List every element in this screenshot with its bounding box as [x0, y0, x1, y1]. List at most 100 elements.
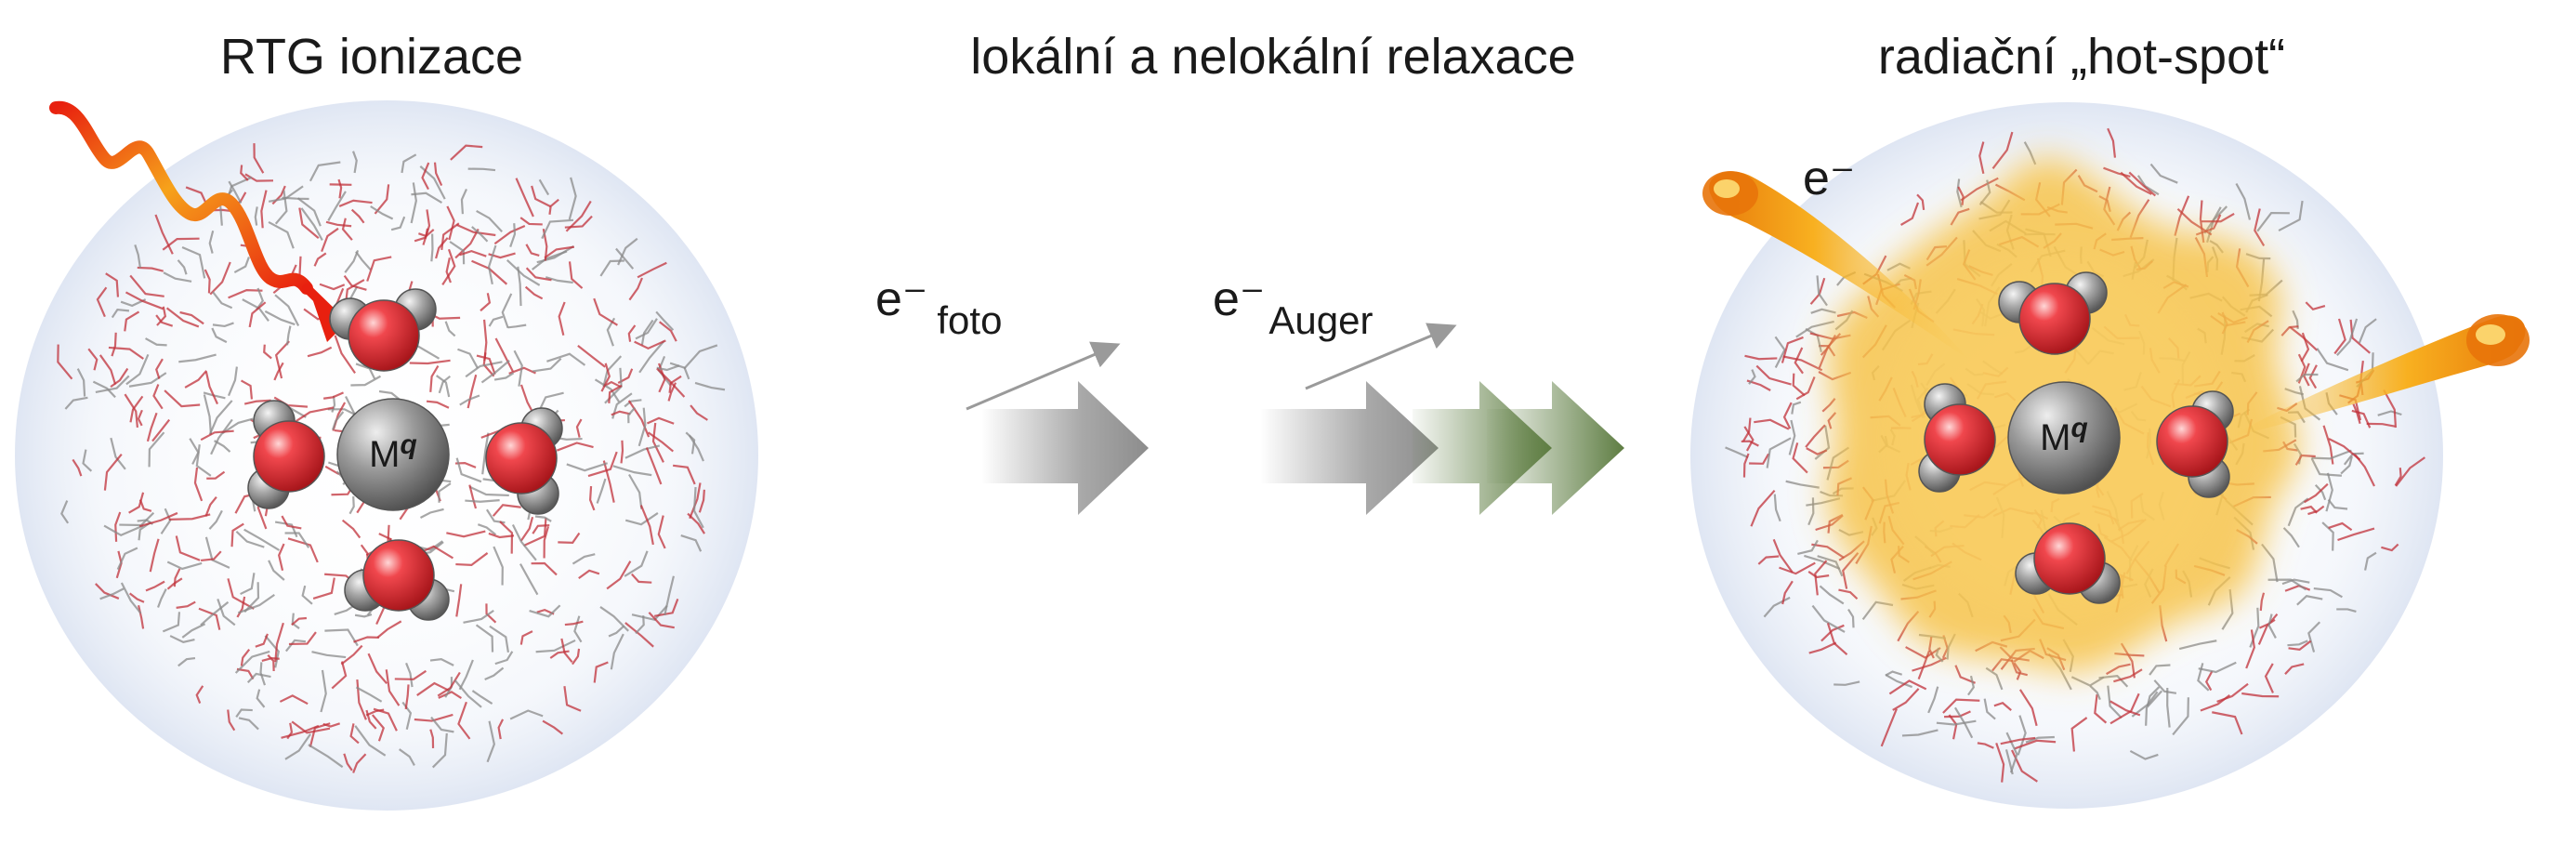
water-fiber — [1953, 706, 1974, 739]
oxygen-atom — [348, 299, 420, 372]
water-fiber — [509, 223, 517, 248]
water-fiber — [298, 207, 320, 240]
water-fiber — [404, 684, 410, 710]
water-fiber — [204, 269, 211, 294]
title-rtg-ionization: RTG ionizace — [219, 29, 524, 85]
water-fiber — [1807, 571, 1830, 579]
water-fiber — [2328, 521, 2353, 532]
water-fiber — [195, 444, 212, 477]
oxygen-atom — [253, 420, 325, 493]
title-hot-spot: radiační „hot-spot“ — [1877, 29, 2286, 85]
water-fiber — [210, 418, 233, 455]
water-fiber — [173, 568, 181, 587]
water-fiber — [1766, 437, 1792, 468]
water-fiber — [198, 607, 221, 630]
water-fiber — [410, 182, 417, 224]
water-fiber — [125, 291, 164, 310]
water-fiber — [124, 393, 138, 429]
water-fiber — [268, 185, 304, 203]
water-fiber — [456, 223, 496, 237]
water-fiber — [558, 532, 581, 545]
water-fiber — [236, 667, 255, 680]
water-fiber — [435, 237, 449, 259]
ion-charge-right: q — [2070, 413, 2088, 443]
water-fiber — [640, 319, 654, 346]
water-fiber — [1811, 543, 1845, 559]
water-fiber — [327, 191, 347, 221]
water-fiber — [646, 416, 675, 425]
water-fiber — [487, 244, 497, 285]
water-fiber — [627, 324, 637, 342]
water-fiber — [488, 315, 504, 327]
water-fiber — [308, 744, 344, 769]
water-fiber — [2349, 319, 2371, 354]
water-fiber — [608, 384, 623, 403]
water-fiber — [1743, 426, 1755, 452]
water-fiber — [200, 550, 222, 562]
water-fiber — [246, 672, 271, 684]
water-fiber — [486, 720, 495, 763]
water-fiber — [1917, 650, 1931, 680]
water-fiber — [370, 205, 394, 220]
water-fiber — [546, 352, 586, 366]
water-fiber — [560, 638, 573, 664]
water-fiber — [1805, 424, 1826, 448]
water-fiber — [322, 391, 344, 400]
water-fiber — [445, 257, 452, 284]
water-fiber — [373, 707, 398, 732]
water-fiber — [354, 613, 373, 618]
water-fiber — [268, 560, 285, 581]
water-fiber — [208, 400, 233, 435]
metal-ion — [336, 398, 450, 511]
water-fiber — [603, 380, 623, 389]
water-fiber — [366, 256, 392, 282]
water-fiber — [485, 603, 497, 624]
water-fiber — [411, 191, 443, 204]
water-fiber — [1978, 179, 1991, 205]
water-fiber — [1750, 489, 1776, 527]
water-fiber — [2149, 664, 2171, 676]
water-fiber — [236, 596, 246, 618]
water-fiber — [2305, 301, 2326, 311]
water-fiber — [1779, 561, 1816, 575]
water-fiber — [138, 499, 152, 512]
water-fiber — [457, 348, 479, 369]
water-fiber — [2280, 325, 2299, 336]
water-fiber — [1885, 674, 1913, 689]
water-fiber — [435, 375, 451, 398]
water-fiber — [664, 575, 675, 616]
water-fiber — [296, 197, 322, 227]
water-fiber — [1927, 686, 1939, 714]
water-fiber — [513, 349, 523, 387]
water-fiber — [471, 690, 493, 705]
water-fiber — [309, 161, 341, 182]
water-fiber — [501, 293, 513, 329]
water-fiber — [414, 713, 453, 722]
water-fiber — [564, 215, 593, 229]
water-fiber — [515, 178, 534, 218]
water-fiber — [96, 286, 108, 318]
water-fiber — [549, 650, 570, 659]
water-fiber — [494, 337, 514, 373]
water-fiber — [138, 605, 145, 629]
water-fiber — [2129, 749, 2159, 760]
water-fiber — [2333, 318, 2346, 355]
title-relaxation: lokální a nelokální relaxace — [970, 29, 1576, 85]
oxygen-atom — [2033, 522, 2106, 595]
water-fiber — [455, 552, 489, 566]
water-fiber — [575, 418, 583, 438]
water-fiber — [111, 308, 130, 319]
water-fiber — [1794, 347, 1804, 375]
water-fiber — [244, 173, 274, 182]
water-fiber — [593, 297, 619, 326]
water-fiber — [475, 624, 494, 653]
water-fiber — [108, 346, 144, 360]
water-fiber — [179, 310, 204, 325]
water-fiber — [1880, 708, 1898, 747]
water-fiber — [2256, 211, 2290, 232]
water-fiber — [1826, 623, 1848, 655]
water-fiber — [95, 375, 130, 393]
water-fiber — [212, 291, 233, 310]
water-fiber — [349, 723, 360, 745]
water-fiber — [2107, 127, 2117, 158]
